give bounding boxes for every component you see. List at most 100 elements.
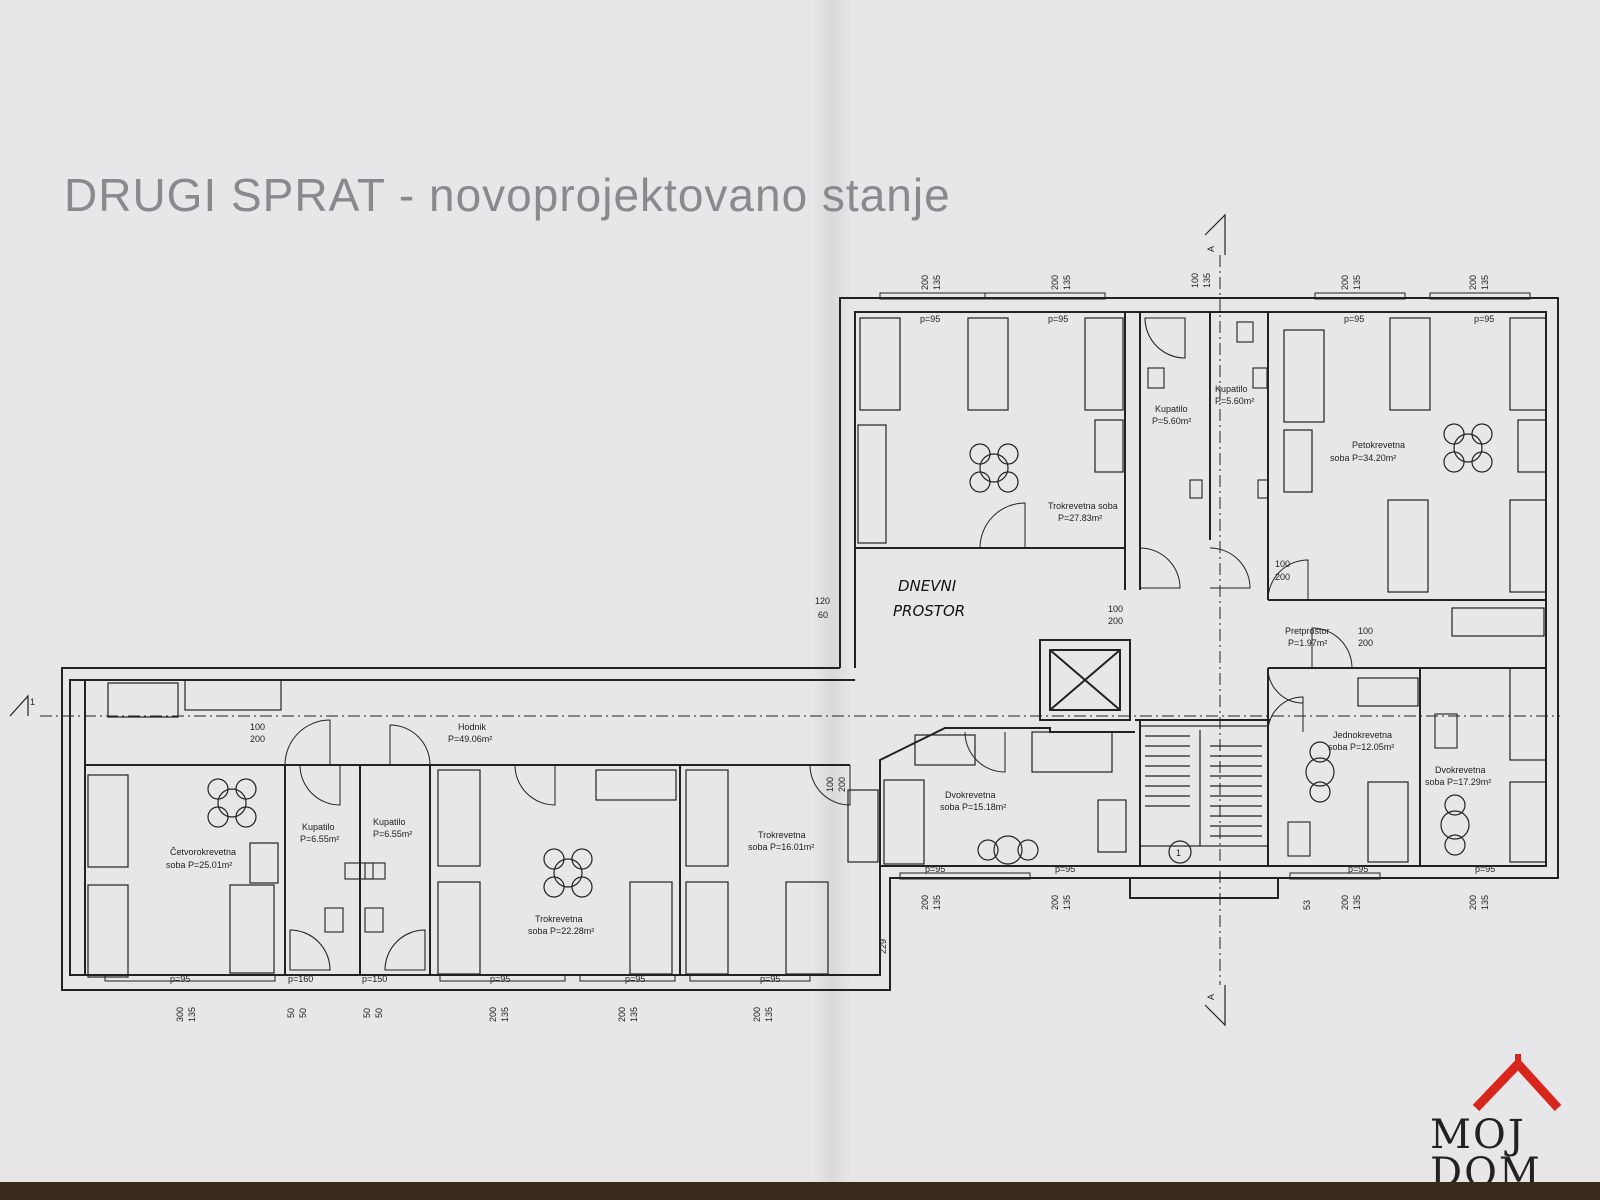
windows (104, 292, 1531, 982)
elevator-shaft (1039, 639, 1131, 721)
tables (207, 423, 1493, 898)
section-a-bottom-label: A (1206, 994, 1216, 1000)
svg-text:p=95: p=95 (1475, 864, 1495, 874)
paper-fold (812, 0, 852, 1182)
svg-text:53: 53 (1302, 900, 1312, 910)
svg-text:135: 135 (932, 275, 942, 290)
room-3-name: Kupatilo (1215, 384, 1248, 394)
svg-text:200: 200 (1275, 572, 1290, 582)
beds (87, 317, 1547, 978)
handwritten-note-line-1: DNEVNI (898, 577, 957, 595)
room-4-area: soba P=34.20m² (1330, 453, 1396, 463)
svg-text:200: 200 (1340, 275, 1350, 290)
svg-text:p=95: p=95 (920, 314, 940, 324)
svg-text:135: 135 (1062, 275, 1072, 290)
svg-text:p=150: p=150 (362, 974, 387, 984)
svg-text:135: 135 (932, 895, 942, 910)
svg-text:135: 135 (1480, 275, 1490, 290)
svg-text:p=95: p=95 (925, 864, 945, 874)
svg-text:p=160: p=160 (288, 974, 313, 984)
svg-text:200: 200 (1050, 895, 1060, 910)
section-a-top-arrow (1204, 213, 1226, 255)
svg-text:50: 50 (286, 1008, 296, 1018)
svg-text:50: 50 (298, 1008, 308, 1018)
staircase (1139, 725, 1269, 847)
svg-text:200: 200 (250, 734, 265, 744)
svg-text:200: 200 (1108, 616, 1123, 626)
room-3-area: P=5.60m² (1215, 396, 1254, 406)
mojdom-logo: MOJ DOM (1418, 1050, 1598, 1182)
svg-text:229: 229 (878, 939, 888, 954)
svg-text:200: 200 (752, 1007, 762, 1022)
room-10-area: soba P=22.28m² (528, 926, 594, 936)
room-11-area: soba P=16.01m² (748, 842, 814, 852)
house-roof-icon (1472, 1054, 1562, 1112)
wardrobes (184, 419, 1547, 884)
room-12-name: Dvokrevetna (945, 790, 996, 800)
bathroom-fixtures (289, 317, 1458, 971)
stair-marker-label: 1 (1176, 848, 1181, 858)
svg-text:100: 100 (1275, 559, 1290, 569)
room-5-area: P=1.97m² (1288, 638, 1327, 648)
svg-text:50: 50 (374, 1008, 384, 1018)
svg-text:100: 100 (250, 722, 265, 732)
room-9-area: P=6.55m² (373, 829, 412, 839)
section-a-top-label: A (1206, 246, 1216, 252)
svg-text:120: 120 (815, 596, 830, 606)
svg-text:p=95: p=95 (1055, 864, 1075, 874)
svg-text:p=95: p=95 (1474, 314, 1494, 324)
svg-text:100: 100 (825, 777, 835, 792)
handwritten-note-line-2: PROSTOR (893, 602, 965, 620)
svg-text:135: 135 (764, 1007, 774, 1022)
svg-text:p=95: p=95 (170, 974, 190, 984)
svg-text:135: 135 (629, 1007, 639, 1022)
svg-text:200: 200 (920, 895, 930, 910)
room-8-name: Kupatilo (302, 822, 335, 832)
logo-line-2: DOM (1430, 1150, 1542, 1182)
svg-text:p=95: p=95 (1344, 314, 1364, 324)
svg-text:50: 50 (362, 1008, 372, 1018)
svg-text:135: 135 (187, 1007, 197, 1022)
room-2-area: P=5.60m² (1152, 416, 1191, 426)
svg-text:200: 200 (920, 275, 930, 290)
svg-text:200: 200 (617, 1007, 627, 1022)
svg-text:135: 135 (500, 1007, 510, 1022)
stair-marker (1168, 840, 1192, 864)
svg-text:300: 300 (175, 1007, 185, 1022)
section-1-arrow (9, 694, 29, 717)
svg-text:60: 60 (818, 610, 828, 620)
svg-text:100: 100 (1358, 626, 1373, 636)
svg-text:p=95: p=95 (490, 974, 510, 984)
dimension-annotations: 200 135 200 135 100 135 200 135 200 135 … (170, 273, 1495, 1022)
doors (284, 502, 1353, 806)
drawing-title: DRUGI SPRAT - novoprojektovano stanje (64, 169, 951, 221)
room-12-area: soba P=15.18m² (940, 802, 1006, 812)
section-1-label: 1 (30, 697, 35, 707)
room-8-area: P=6.55m² (300, 834, 339, 844)
svg-text:200: 200 (837, 777, 847, 792)
room-5-name: Pretprostor (1285, 626, 1330, 636)
svg-text:200: 200 (1340, 895, 1350, 910)
room-1-area: P=27.83m² (1058, 513, 1102, 523)
svg-text:135: 135 (1352, 275, 1362, 290)
svg-text:p=95: p=95 (760, 974, 780, 984)
room-1-name: Trokrevetna soba (1048, 501, 1118, 511)
svg-text:200: 200 (1468, 895, 1478, 910)
exterior-walls (61, 297, 1559, 991)
svg-text:135: 135 (1480, 895, 1490, 910)
room-6-area: P=49.06m² (448, 734, 492, 744)
svg-text:p=95: p=95 (1048, 314, 1068, 324)
room-7-name: Četvorokrevetna (170, 847, 236, 857)
room-14-name: Dvokrevetna (1435, 765, 1486, 775)
svg-text:200: 200 (1358, 638, 1373, 648)
section-a-bottom-arrow (1204, 985, 1226, 1027)
room-13-area: soba P=12.05m² (1328, 742, 1394, 752)
svg-text:p=95: p=95 (1348, 864, 1368, 874)
room-4-name: Petokrevetna (1352, 440, 1405, 450)
svg-text:135: 135 (1062, 895, 1072, 910)
svg-text:135: 135 (1202, 273, 1212, 288)
svg-text:100: 100 (1190, 273, 1200, 288)
svg-text:200: 200 (1050, 275, 1060, 290)
